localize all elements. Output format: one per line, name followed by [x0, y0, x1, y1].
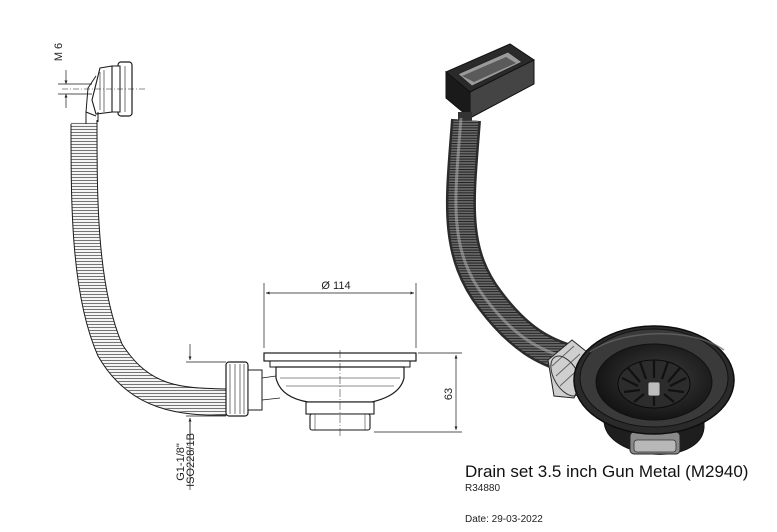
- side-view-drawing: [58, 61, 462, 490]
- overflow-plate: [445, 43, 535, 122]
- union-nut: [225, 361, 263, 417]
- title-block: Drain set 3.5 inch Gun Metal (M2940) R34…: [465, 462, 775, 526]
- dimension-text-m6: M 6: [53, 43, 65, 61]
- dimension-text-connection-thread: G1-1/8": [175, 443, 187, 481]
- dimension-diameter: [263, 283, 417, 348]
- dimension-text-connection-standard: ISO228/1B: [185, 433, 197, 487]
- dimension-m6: [58, 70, 92, 108]
- dimension-height: [374, 352, 462, 433]
- product-title: Drain set 3.5 inch Gun Metal (M2940): [465, 462, 749, 481]
- dimension-connection: [186, 344, 226, 490]
- corrugated-hose-outline: [70, 112, 229, 416]
- product-date: Date: 29-03-2022: [465, 514, 543, 525]
- product-code: R34880: [465, 483, 501, 494]
- product-render: [445, 43, 735, 455]
- overflow-head: [60, 61, 145, 117]
- strainer-body: [261, 350, 417, 436]
- dimension-text-height: 63: [443, 388, 455, 400]
- dimension-text-diameter: Ø 114: [321, 280, 350, 292]
- render-strainer: [573, 325, 735, 455]
